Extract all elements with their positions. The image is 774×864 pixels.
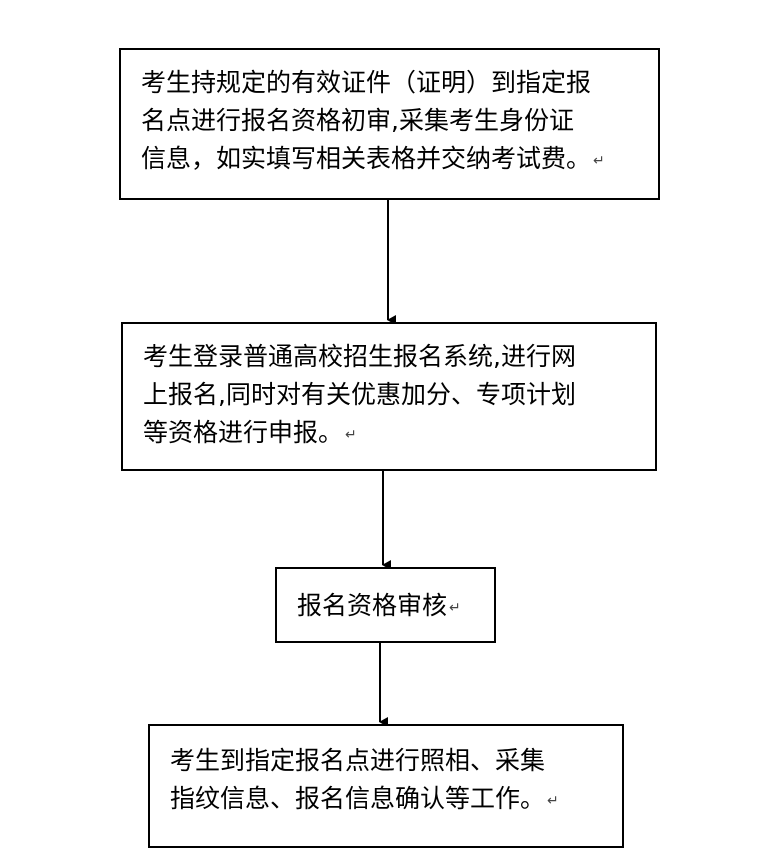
flow-step-3-box: 报名资格审核↵ (275, 567, 496, 643)
flow-step-4-line-2: 指纹信息、报名信息确认等工作。 (170, 784, 546, 813)
paragraph-mark-icon: ↵ (345, 427, 357, 443)
flow-step-1-line-2: 名点进行报名资格初审,采集考生身份证 (141, 106, 574, 135)
flow-step-1-box: 考生持规定的有效证件（证明）到指定报 名点进行报名资格初审,采集考生身份证 信息… (119, 48, 660, 200)
flow-step-2-box: 考生登录普通高校招生报名系统,进行网 上报名,同时对有关优惠加分、专项计划 等资… (121, 322, 657, 471)
flow-step-2-line-1: 考生登录普通高校招生报名系统,进行网 (143, 342, 576, 371)
flow-step-1-line-1: 考生持规定的有效证件（证明）到指定报 (141, 68, 592, 97)
flow-step-1-line-3: 信息，如实填写相关表格并交纳考试费。 (141, 144, 592, 173)
paragraph-mark-icon: ↵ (547, 793, 559, 809)
paragraph-mark-icon: ↵ (593, 153, 605, 169)
flow-step-3-line-1: 报名资格审核 (297, 591, 448, 620)
paragraph-mark-icon: ↵ (449, 600, 461, 616)
flow-step-2-line-3: 等资格进行申报。 (143, 418, 344, 447)
flow-step-4-box: 考生到指定报名点进行照相、采集 指纹信息、报名信息确认等工作。↵ (148, 724, 624, 848)
flow-step-4-line-1: 考生到指定报名点进行照相、采集 (170, 746, 546, 775)
flow-step-2-line-2: 上报名,同时对有关优惠加分、专项计划 (143, 380, 576, 409)
